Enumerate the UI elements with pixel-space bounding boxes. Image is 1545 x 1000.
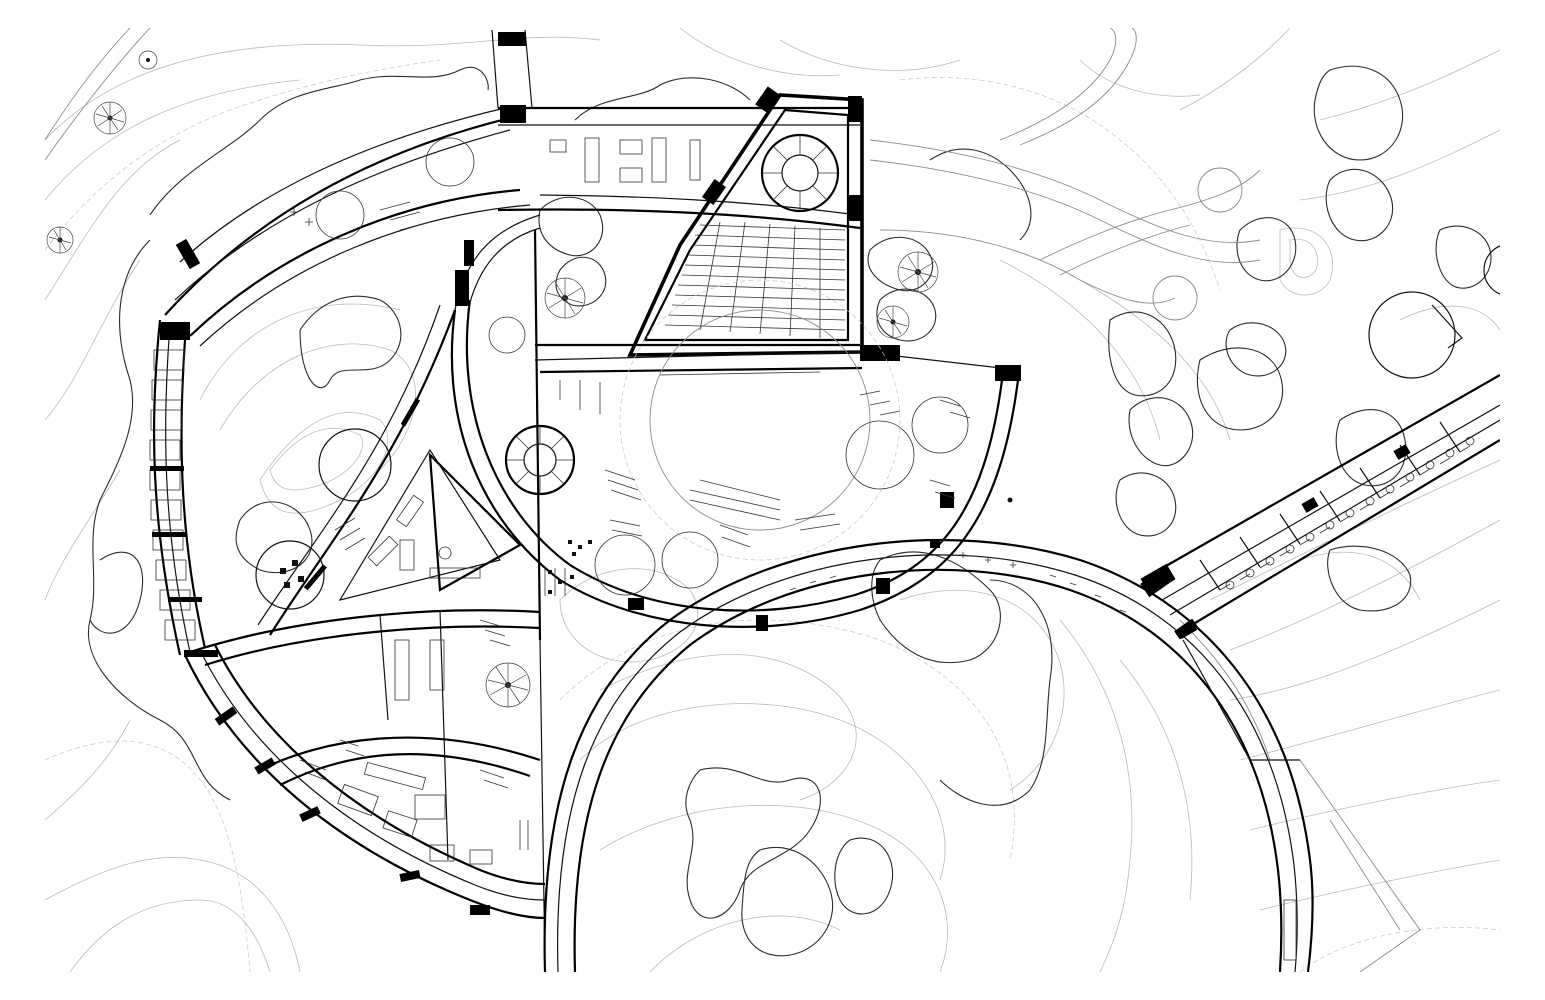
corridor-furniture	[290, 137, 701, 240]
outer-ring-wing	[149, 29, 862, 920]
central-circular-hall	[450, 214, 1021, 641]
south-west-rooms	[299, 739, 529, 865]
auditorium-seating	[664, 221, 846, 338]
south-west-wedge	[189, 304, 592, 971]
west-wing-modules	[149, 349, 196, 641]
trees	[46, 50, 1013, 708]
site-paths	[45, 28, 1500, 972]
spiral-stair-north	[760, 133, 840, 213]
vegetation-outlines	[87, 65, 1492, 957]
terrain-contours	[45, 28, 1500, 972]
spiral-stair-central	[504, 424, 576, 496]
ring-arc-furniture	[789, 552, 1297, 961]
pavilion-furniture	[280, 560, 304, 588]
atrium-furniture	[334, 494, 592, 701]
east-wing-rooms	[1199, 421, 1475, 591]
hall-furniture	[488, 316, 971, 596]
east-bridge-wing	[1140, 374, 1500, 761]
lower-ring-arc	[543, 538, 1314, 972]
